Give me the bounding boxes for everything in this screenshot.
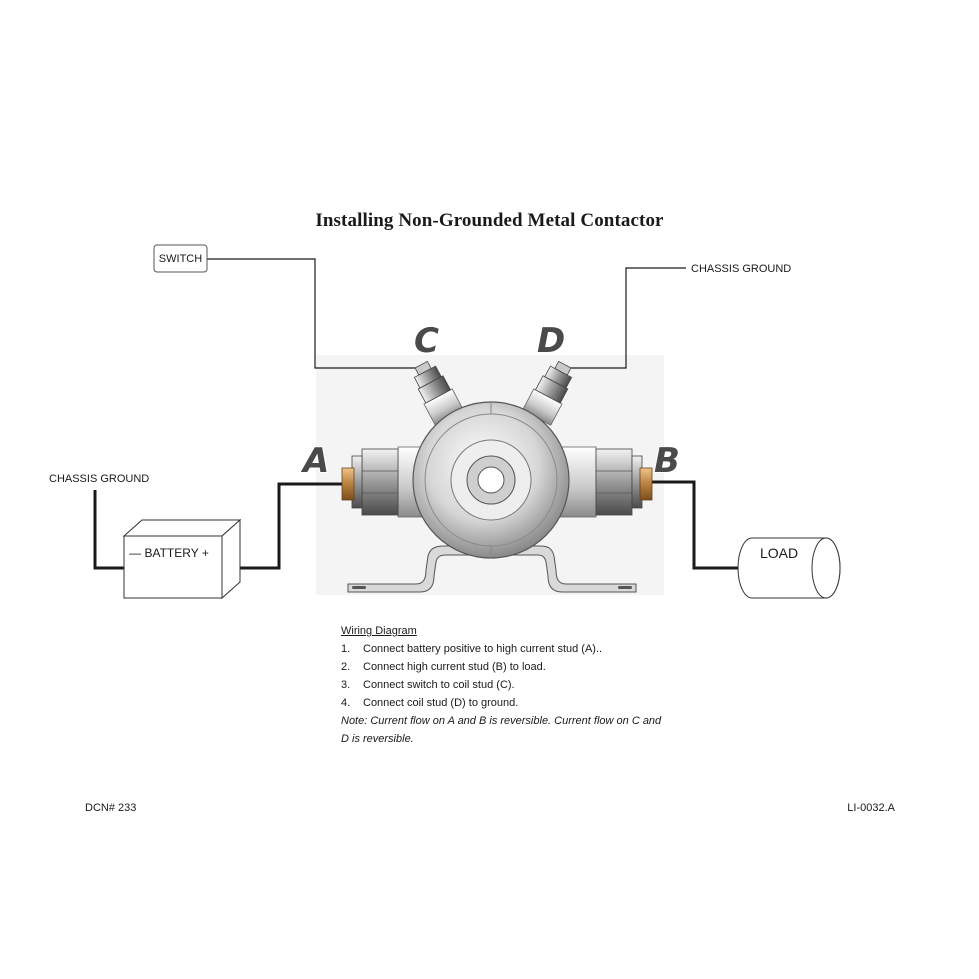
switch-box: SWITCH [153,244,208,273]
battery-box: — BATTERY + [122,518,242,600]
load-cylinder: LOAD [737,537,841,599]
instructions-note: Note: Current flow on A and B is reversi… [341,715,662,745]
wiring-instructions: Wiring Diagram 1. Connect battery positi… [341,622,671,748]
instruction-step: 4. Connect coil stud (D) to ground. [341,694,671,712]
stud-label-c: C [414,321,439,361]
document-control-number: DCN# 233 [85,802,137,814]
step-number: 3. [341,679,351,691]
step-text: Connect high current stud (B) to load. [363,661,546,673]
step-text: Connect coil stud (D) to ground. [363,697,519,709]
wires [93,258,740,570]
mounting-bracket [347,545,637,593]
step-text: Connect switch to coil stud (C). [363,679,515,691]
step-number: 1. [341,643,351,655]
instructions-heading: Wiring Diagram [341,625,417,637]
stud-label-a: A [300,441,329,481]
wire-battery-to-a [236,482,342,570]
battery-label: — BATTERY + [129,546,209,560]
stud-label-d: D [537,321,565,361]
page-title: Installing Non-Grounded Metal Contactor [315,210,664,231]
chassis-ground-label-top: CHASSIS GROUND [691,263,791,275]
wire-b-to-load [650,480,740,570]
instruction-step: 3. Connect switch to coil stud (C). [341,676,671,694]
instruction-step: 1. Connect battery positive to high curr… [341,640,671,658]
wire-switch-to-c [207,258,418,369]
contactor [341,360,653,593]
coil-stud-c-assembly [413,360,465,426]
right-terminal-assembly [555,446,653,518]
step-number: 4. [341,697,351,709]
coil-stud-d-assembly [521,360,573,426]
document-id: LI-0032.A [847,802,895,814]
step-number: 2. [341,661,351,673]
wire-d-to-chassis-ground [567,267,686,369]
instruction-steps: 1. Connect battery positive to high curr… [341,640,671,712]
chassis-ground-label-left: CHASSIS GROUND [49,473,149,485]
stud-label-b: B [654,441,680,481]
switch-label: SWITCH [159,253,202,265]
contactor-body [412,401,570,559]
step-text: Connect battery positive to high current… [363,643,603,655]
load-label: LOAD [760,545,798,561]
instruction-step: 2. Connect high current stud (B) to load… [341,658,671,676]
wire-battery-to-chassis-ground [93,490,124,570]
